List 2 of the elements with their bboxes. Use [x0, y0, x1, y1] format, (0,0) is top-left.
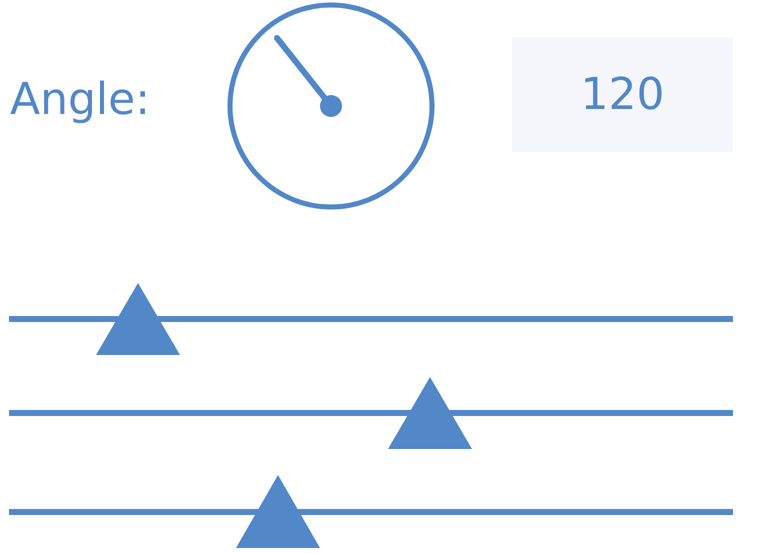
value-field: 120: [512, 37, 733, 152]
field-label: Angle:: [10, 73, 150, 127]
